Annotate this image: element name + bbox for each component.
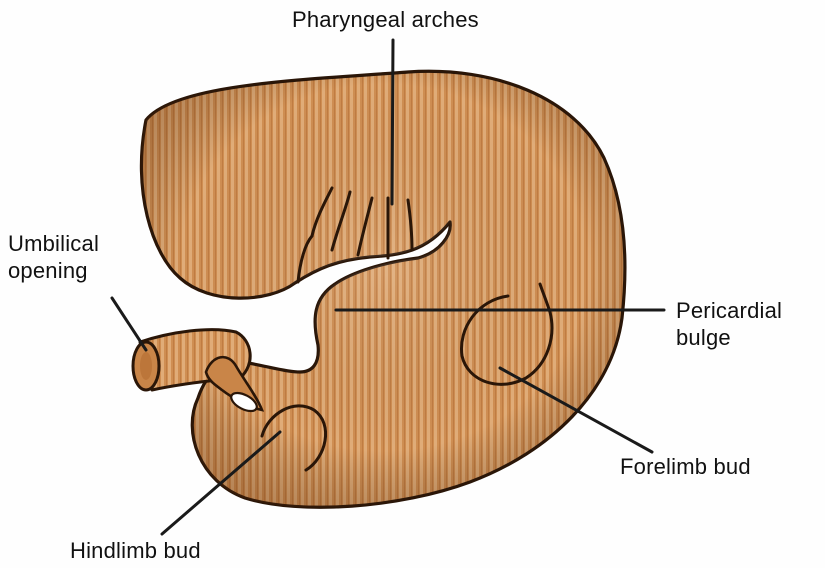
label-forelimb-bud-text: Forelimb bud <box>620 453 751 480</box>
embryo-body <box>141 71 625 507</box>
label-pericardial-bulge: Pericardial bulge <box>676 297 782 351</box>
label-pericardial-bulge-line1: Pericardial <box>676 297 782 324</box>
label-pericardial-bulge-line2: bulge <box>676 324 782 351</box>
label-hindlimb-bud: Hindlimb bud <box>70 537 201 564</box>
label-umbilical-opening-line1: Umbilical <box>8 230 99 257</box>
label-pharyngeal-arches: Pharyngeal arches <box>292 6 479 33</box>
leader-pharyngeal-arches <box>392 40 393 204</box>
label-hindlimb-bud-text: Hindlimb bud <box>70 537 201 564</box>
label-pharyngeal-arches-text: Pharyngeal arches <box>292 6 479 33</box>
label-umbilical-opening-line2: opening <box>8 257 99 284</box>
label-forelimb-bud: Forelimb bud <box>620 453 751 480</box>
leader-umbilical-opening <box>112 298 146 350</box>
label-umbilical-opening: Umbilical opening <box>8 230 99 284</box>
